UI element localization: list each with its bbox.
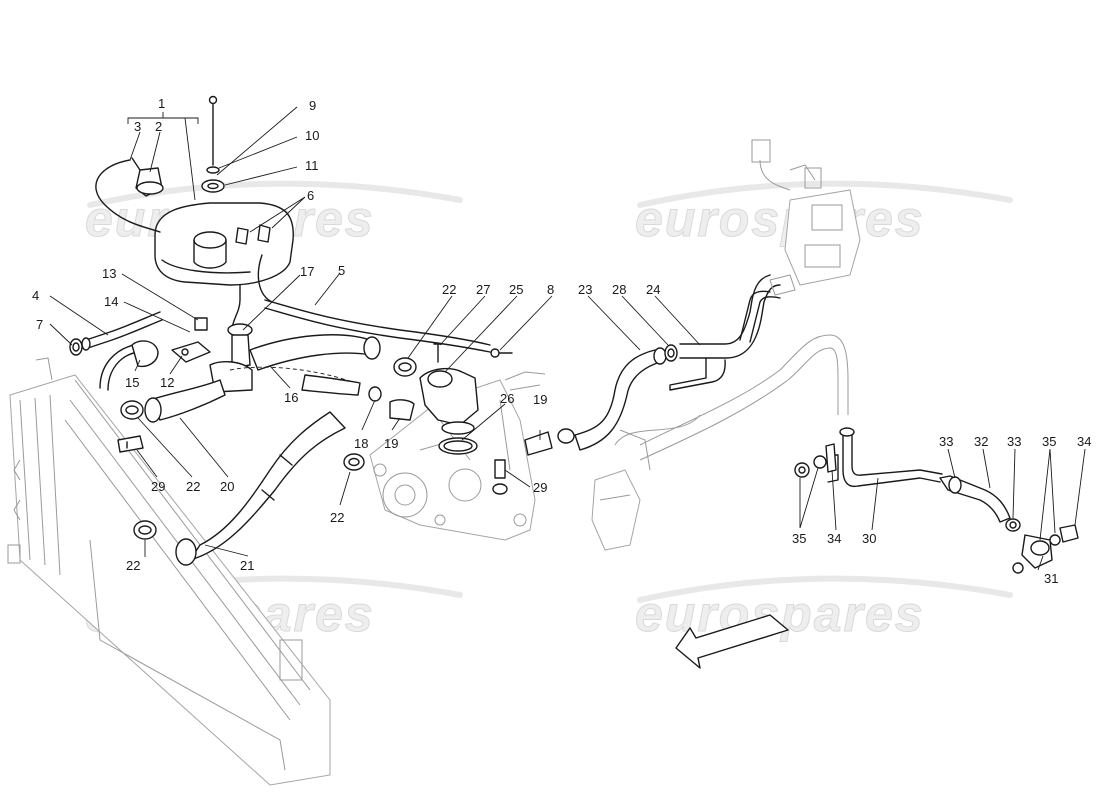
hose-5 — [264, 299, 491, 346]
overflow-tube — [95, 159, 161, 233]
thermostat-housing — [419, 343, 479, 455]
callout-28: 28 — [612, 282, 626, 297]
hose-16 — [229, 334, 381, 396]
pipe-24 — [669, 274, 781, 391]
callout-32: 32 — [974, 434, 988, 449]
tank-screw — [201, 95, 225, 193]
callout-22-bottom: 22 — [126, 558, 140, 573]
screw-8 — [490, 348, 513, 358]
callout-35-right: 35 — [1042, 434, 1056, 449]
watermarks: eurospares eurospares eurospares eurospa… — [85, 180, 1013, 643]
callout-18: 18 — [354, 436, 368, 451]
callout-8: 8 — [547, 282, 554, 297]
clamps-33 — [1005, 518, 1021, 532]
callout-30: 30 — [862, 531, 876, 546]
hose-32 — [939, 475, 1011, 523]
callout-16: 16 — [284, 390, 298, 405]
callout-7: 7 — [36, 317, 43, 332]
expansion-tank — [154, 202, 294, 286]
clamps-22 — [120, 357, 417, 540]
callout-23: 23 — [578, 282, 592, 297]
tank-outlet-hose — [231, 284, 241, 331]
connectors-34-35 — [794, 443, 837, 478]
callout-34-right: 34 — [1077, 434, 1091, 449]
callout-33-right: 33 — [1007, 434, 1021, 449]
watermark-top-right: eurospares — [635, 191, 925, 247]
callout-33-left: 33 — [939, 434, 953, 449]
clamp-7 — [69, 338, 83, 356]
bolt-29-left — [117, 435, 144, 453]
callout-5: 5 — [338, 263, 345, 278]
callout-11: 11 — [305, 158, 319, 173]
callout-21: 21 — [240, 558, 254, 573]
hose-20 — [144, 379, 226, 423]
callout-22-top: 22 — [442, 282, 456, 297]
front-direction-arrow-icon — [675, 614, 789, 669]
callout-9: 9 — [309, 98, 316, 113]
radiator — [7, 357, 331, 786]
callout-12: 12 — [160, 375, 174, 390]
bracket-12 — [171, 317, 211, 363]
fitting-31 — [1012, 524, 1079, 574]
callout-34-bottom: 34 — [827, 531, 841, 546]
pipe-19 — [368, 386, 575, 456]
callout-2: 2 — [155, 119, 162, 134]
auxiliary-fitting — [591, 414, 701, 551]
valve-block — [751, 139, 861, 296]
callout-26: 26 — [500, 391, 514, 406]
callout-35-bottom: 35 — [792, 531, 806, 546]
callout-22-left: 22 — [186, 479, 200, 494]
hose-21 — [175, 411, 346, 566]
filler-cap — [131, 157, 164, 197]
hose-23 — [574, 347, 667, 451]
callout-24: 24 — [646, 282, 660, 297]
callout-31: 31 — [1044, 571, 1058, 586]
hose-4 — [85, 311, 161, 341]
leader-lines — [49, 106, 1086, 571]
callout-1: 1 — [158, 96, 165, 111]
callout-19-right: 19 — [533, 392, 547, 407]
callout-27: 27 — [476, 282, 490, 297]
callout-17: 17 — [300, 264, 314, 279]
clamp-28 — [664, 344, 678, 362]
callout-29-left: 29 — [151, 479, 165, 494]
callout-15: 15 — [125, 375, 139, 390]
callout-22-center: 22 — [330, 510, 344, 525]
heater-hose-outline — [639, 334, 849, 461]
callout-3: 3 — [134, 119, 141, 134]
callout-6: 6 — [307, 188, 314, 203]
callouts: 1 2 3 4 5 6 7 8 9 10 11 12 13 14 15 16 1… — [32, 96, 1091, 586]
callout-20: 20 — [220, 479, 234, 494]
callout-10: 10 — [305, 128, 319, 143]
callout-14: 14 — [104, 294, 118, 309]
callout-13: 13 — [102, 266, 116, 281]
sensor-29-right — [492, 459, 508, 495]
watermark-bottom-right: eurospares — [635, 586, 925, 642]
callout-4: 4 — [32, 288, 39, 303]
callout-19-left: 19 — [384, 436, 398, 451]
pipe-30 — [827, 427, 943, 488]
tank-return-hose — [257, 254, 273, 303]
callout-25: 25 — [509, 282, 523, 297]
callout-29-right: 29 — [533, 480, 547, 495]
